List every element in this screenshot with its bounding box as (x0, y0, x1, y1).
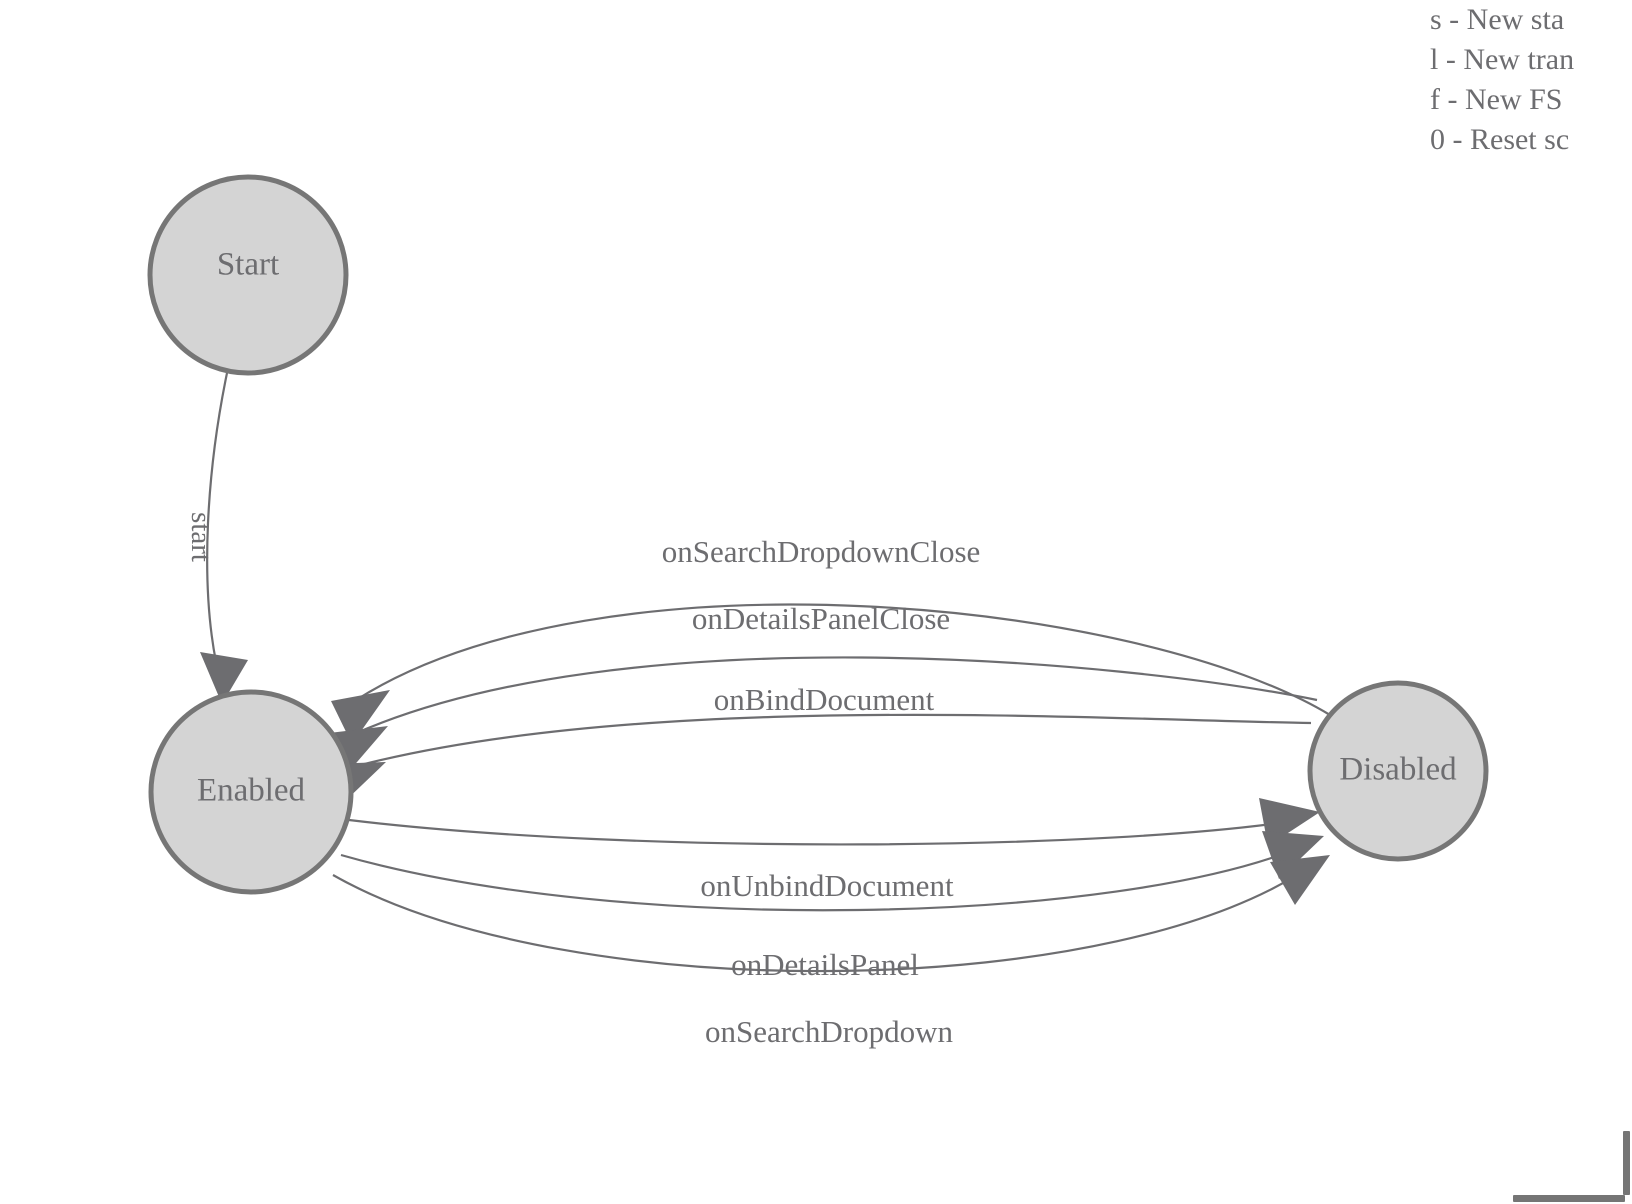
edge-bind-document-path (348, 713, 1312, 770)
node-disabled-label: Disabled (1339, 752, 1457, 788)
node-start[interactable]: Start (147, 174, 349, 376)
edge-search-dropdown-close-arrowhead (331, 690, 390, 744)
node-disabled-circle[interactable] (1307, 680, 1489, 862)
vertical-scrollbar-thumb[interactable] (1623, 1131, 1630, 1195)
node-start-label: Start (217, 247, 279, 283)
edge-unbind-document[interactable] (348, 798, 1320, 846)
edge-search-dropdown-close-path (355, 603, 1331, 716)
edge-search-dropdown-path (332, 861, 1317, 973)
node-start-circle[interactable] (147, 174, 349, 376)
edge-label-details-panel-close: onDetailsPanelClose (692, 601, 950, 636)
help-line-new-state: s - New sta (1430, 3, 1565, 36)
node-enabled-label: Enabled (197, 773, 306, 809)
edge-search-dropdown-arrowhead (1270, 855, 1330, 905)
edge-label-unbind-document: onUnbindDocument (700, 868, 954, 903)
edge-bind-document[interactable] (327, 713, 1312, 806)
help-shortcuts-panel: s - New sta l - New tran f - New FS 0 - … (1430, 0, 1632, 160)
edge-start-arrowhead (200, 652, 248, 704)
edge-search-dropdown-close[interactable] (331, 603, 1331, 744)
help-line-new-fsm: f - New FS (1430, 83, 1563, 116)
edge-label-bind-document: onBindDocument (714, 682, 935, 717)
help-line-new-transition: l - New tran (1430, 43, 1575, 76)
edge-search-dropdown[interactable] (332, 855, 1330, 973)
node-enabled-circle[interactable] (148, 689, 354, 895)
edge-label-search-dropdown: onSearchDropdown (705, 1014, 953, 1049)
edge-label-start: start (185, 512, 217, 562)
edge-unbind-document-path (348, 818, 1301, 846)
edge-label-search-dropdown-close: onSearchDropdownClose (662, 534, 981, 569)
edge-start[interactable] (200, 372, 248, 704)
node-disabled[interactable]: Disabled (1307, 680, 1489, 862)
horizontal-scrollbar-thumb[interactable] (1513, 1195, 1625, 1202)
node-enabled[interactable]: Enabled (148, 689, 354, 895)
edge-details-panel-close-path (351, 656, 1318, 737)
edge-details-panel-path (340, 843, 1307, 912)
help-line-reset-scale: 0 - Reset sc (1430, 123, 1570, 156)
edge-start-path (206, 372, 229, 663)
edge-label-details-panel: onDetailsPanel (731, 947, 919, 982)
